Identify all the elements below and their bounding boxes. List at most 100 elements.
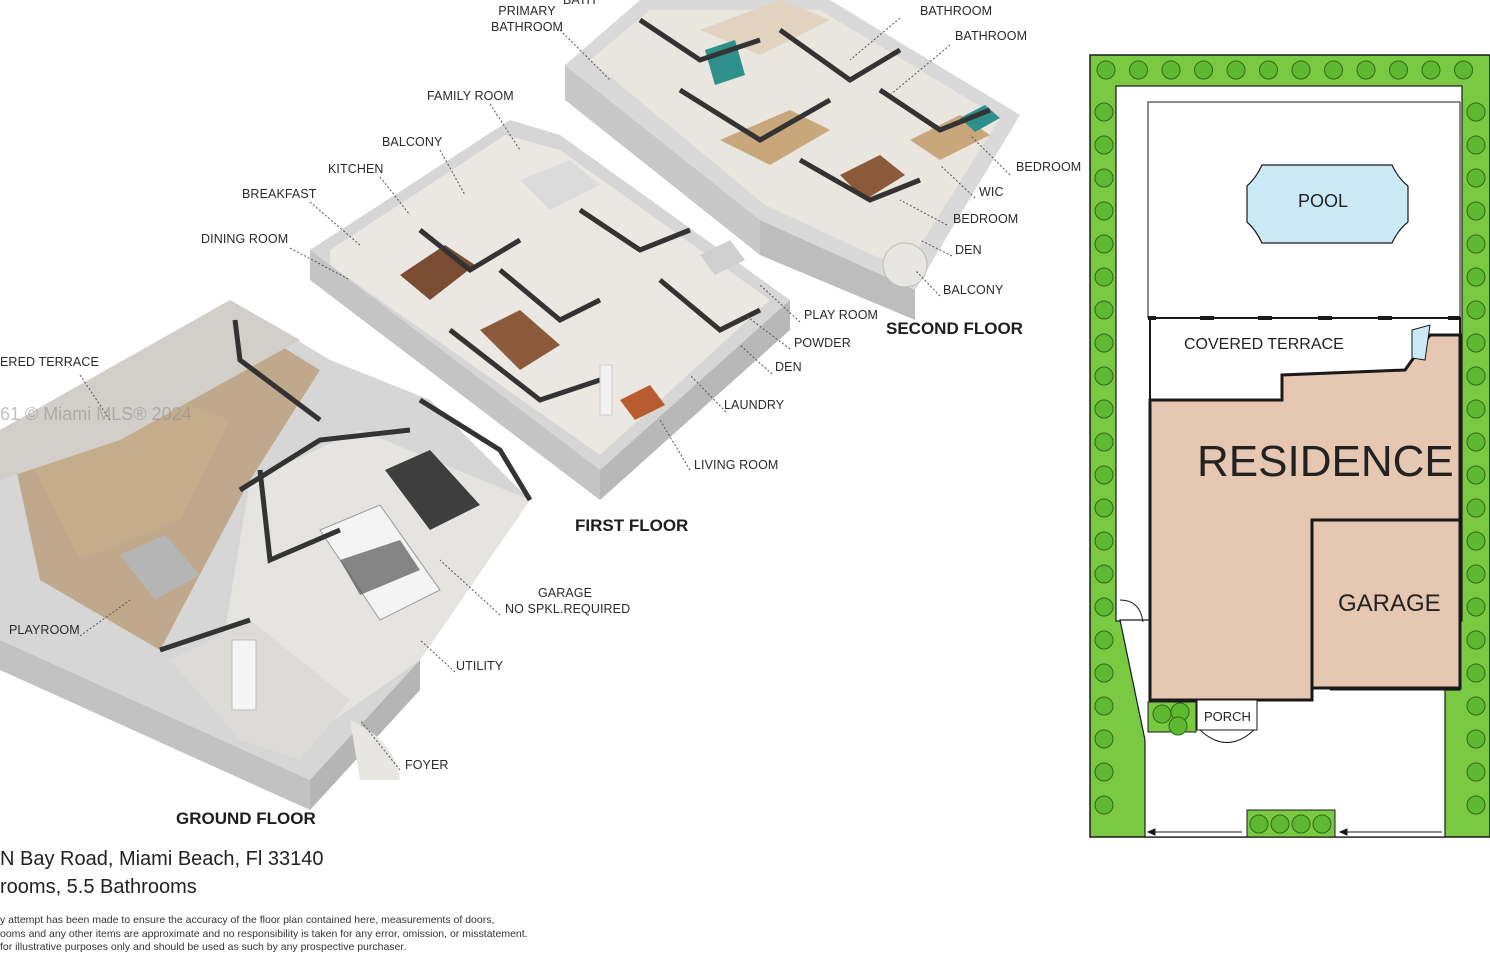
shrub-icon: [1466, 102, 1486, 122]
shrub-icon: [1096, 60, 1116, 80]
shrub-icon: [1356, 60, 1376, 80]
shrub-icon: [1466, 795, 1486, 815]
disclaimer-line-1: y attempt has been made to ensure the ac…: [0, 914, 495, 926]
label-foyer: FOYER: [405, 758, 449, 772]
shrub-icon: [1249, 814, 1269, 834]
shrub-icon: [1094, 135, 1114, 155]
label-den-first: DEN: [775, 360, 802, 374]
label-balcony-second: BALCONY: [943, 283, 1004, 297]
shrub-icon: [1466, 366, 1486, 386]
label-bathroom-2: BATHROOM: [955, 29, 1028, 43]
shrub-icon: [1094, 531, 1114, 551]
shrub-icon: [1466, 498, 1486, 518]
label-bedroom-1: BEDROOM: [1016, 160, 1082, 174]
site-covered-terrace-label: COVERED TERRACE: [1184, 336, 1344, 353]
shrub-icon: [1466, 201, 1486, 221]
shrub-icon: [1094, 795, 1114, 815]
shrub-icon: [1194, 60, 1213, 80]
shrub-icon: [1389, 60, 1408, 80]
label-utility: UTILITY: [456, 659, 504, 673]
site-porch-label: PORCH: [1204, 709, 1251, 724]
shrub-icon: [1421, 60, 1441, 80]
leader-lines: [79, 17, 1011, 771]
label-covered-terrace: ERED TERRACE: [0, 355, 99, 369]
shrub-icon: [1454, 60, 1473, 80]
label-primary-bathroom-line1: PRIMARY: [498, 4, 556, 18]
label-garage-line1: GARAGE: [537, 586, 593, 600]
shrub-icon: [1094, 102, 1114, 122]
shrub-icon: [1466, 333, 1486, 353]
site-garage-label: GARAGE: [1338, 590, 1441, 617]
shrub-icon: [1094, 234, 1114, 254]
label-balcony-first: BALCONY: [382, 135, 443, 149]
label-wic: WIC: [979, 185, 1004, 199]
floor-title-first: FIRST FLOOR: [575, 516, 689, 535]
label-bathroom-1: BATHROOM: [920, 4, 993, 18]
shrub-icon: [1466, 267, 1486, 287]
shrub-icon: [1152, 704, 1172, 724]
shrub-icon: [1094, 366, 1114, 386]
shrub-icon: [1466, 696, 1486, 716]
shrub-icon: [1094, 729, 1114, 749]
shrub-icon: [1094, 762, 1114, 782]
label-powder: POWDER: [794, 336, 851, 350]
shrub-icon: [1094, 597, 1114, 617]
label-bath: BATH: [563, 0, 596, 7]
label-laundry: LAUNDRY: [724, 398, 785, 412]
rooms-summary: rooms, 5.5 Bathrooms: [0, 876, 197, 898]
label-garage-line2: NO SPKL.REQUIRED: [505, 602, 631, 616]
label-play-room: PLAY ROOM: [804, 308, 879, 322]
shrubs: [1094, 60, 1486, 834]
label-den-second: DEN: [955, 243, 982, 257]
shrub-icon: [1312, 814, 1332, 834]
ground-floor-model: [0, 300, 533, 810]
shrub-icon: [1466, 531, 1486, 551]
label-living-room: LIVING ROOM: [694, 458, 779, 472]
shrub-icon: [1466, 564, 1486, 584]
floor-title-ground: GROUND FLOOR: [176, 809, 316, 828]
shrub-icon: [1324, 60, 1343, 80]
label-playroom: PLAYROOM: [9, 623, 80, 637]
shrub-icon: [1094, 630, 1114, 650]
shrub-icon: [1226, 60, 1246, 80]
shrub-icon: [1466, 729, 1486, 749]
shrub-icon: [1466, 135, 1486, 155]
shrub-icon: [1094, 267, 1114, 287]
shrub-icon: [1270, 814, 1290, 834]
first-floor-model: [310, 120, 790, 500]
shrub-icon: [1094, 432, 1114, 452]
shrub-icon: [1466, 234, 1486, 254]
shrub-icon: [1094, 696, 1114, 716]
watermark: 61 © Miami MLS® 2024: [0, 404, 192, 424]
label-dining-room: DINING ROOM: [201, 232, 289, 246]
shrub-icon: [1094, 201, 1114, 221]
disclaimer-line-2: ooms and any other items are approximate…: [0, 928, 528, 940]
shrub-icon: [1259, 60, 1278, 80]
address-line: N Bay Road, Miami Beach, Fl 33140: [0, 848, 324, 870]
shrub-icon: [1466, 630, 1486, 650]
shrub-icon: [1094, 333, 1114, 353]
shrub-icon: [1291, 60, 1311, 80]
shrub-icon: [1094, 300, 1114, 320]
site-plan-drawing: [1089, 54, 1490, 838]
disclaimer-line-3: for illustrative purposes only and shoul…: [0, 941, 407, 953]
shrub-icon: [1466, 300, 1486, 320]
label-bedroom-2: BEDROOM: [953, 212, 1019, 226]
shrub-icon: [1094, 465, 1114, 485]
label-family-room: FAMILY ROOM: [427, 89, 514, 103]
label-kitchen: KITCHEN: [328, 162, 384, 176]
second-floor-model: [565, 0, 1020, 320]
shrub-icon: [1466, 399, 1486, 419]
shrub-icon: [1094, 663, 1114, 683]
shrub-icon: [1466, 168, 1486, 188]
label-breakfast: BREAKFAST: [242, 187, 317, 201]
floor-title-second: SECOND FLOOR: [886, 319, 1023, 338]
shrub-icon: [1466, 663, 1486, 683]
shrub-icon: [1466, 597, 1486, 617]
site-pool-label: POOL: [1298, 191, 1349, 211]
shrub-icon: [1094, 498, 1114, 518]
shrub-icon: [1466, 432, 1486, 452]
shrub-icon: [1291, 814, 1311, 834]
shrub-icon: [1161, 60, 1181, 80]
